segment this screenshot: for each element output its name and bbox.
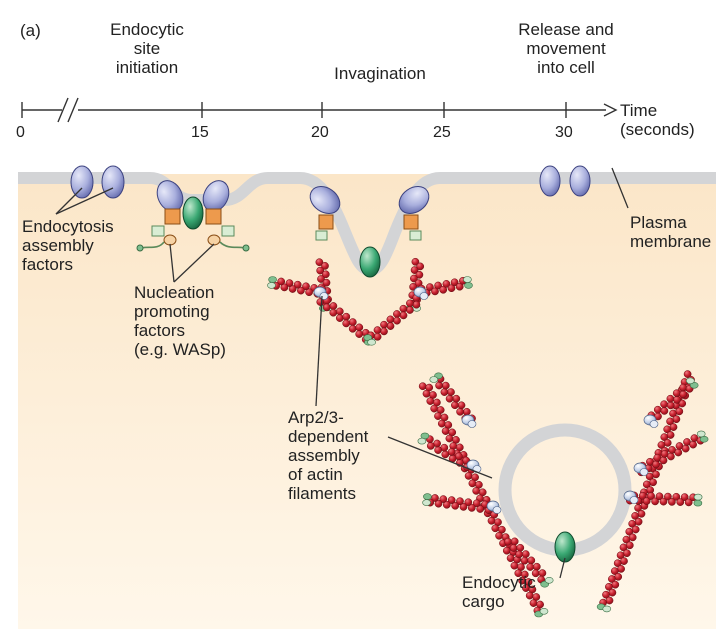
npf-domain [207,234,221,246]
stage-title-line: Invagination [334,64,426,83]
label-arp23-actin: Arp2/3- dependent assembly of actin fila… [288,408,368,503]
assembly-factor [569,165,591,197]
label-line: assembly [288,446,360,465]
stage-title-line: movement [526,39,606,58]
label-line: membrane [630,232,712,251]
actin-filament-network [267,257,709,618]
panel-label: (a) [20,21,41,40]
released-vesicle [498,423,632,563]
label-assembly-factors: Endocytosis assembly factors [22,217,114,274]
tick-label: 0 [16,124,25,141]
stage-title-release: Release and movement into cell [496,20,636,77]
axis-label: Time (seconds) [620,101,695,139]
label-line: filaments [288,484,357,503]
stage-title-line: site [133,39,161,58]
label-line: Nucleation [134,283,215,302]
arp23-complex [623,490,639,504]
stage-npf-patch [136,180,250,252]
stage-invagination-proteins [309,186,430,278]
actin-filament [417,432,478,471]
npf-domain [205,208,222,225]
axis-break [67,97,79,123]
stage-title-line: Release and [518,20,614,39]
endocytic-cargo [359,246,381,278]
npf-tail [141,241,165,249]
assembly-factor [309,186,341,214]
tick-label: 20 [311,124,329,141]
assembly-factor [70,165,94,199]
axis-label-line: (seconds) [620,120,695,139]
label-line: dependent [288,427,369,446]
npf-domain [409,230,422,241]
stage-title-line: Endocytic [110,20,184,39]
stage-title-line: into cell [537,58,595,77]
stage-title-invagination: Invagination [310,64,450,83]
label-line: of actin [288,465,343,484]
assembly-factor [101,165,125,199]
actin-filament [414,276,473,299]
stage-title-line: initiation [115,58,179,77]
label-line: factors [22,255,74,274]
axis-label-line: Time [620,101,658,120]
assembly-factor [539,165,561,197]
actin-filament [363,294,421,346]
npf-domain [403,214,419,230]
timeline-axis [21,97,618,123]
label-plasma-membrane: Plasma membrane [630,213,711,251]
npf-domain [163,234,177,246]
arp23-complex [413,286,429,300]
leader-lines [55,167,629,579]
label-line: factors [134,321,186,340]
stage-initiation-proteins [70,165,125,199]
label-nucleation-promoting-factors: Nucleation promoting factors (e.g. WASp) [134,283,226,359]
tick-label: 15 [191,124,209,141]
axis-arrowhead [603,103,618,117]
stage-release-proteins [539,165,591,197]
npf-domain [151,225,165,237]
label-line: promoting [134,302,210,321]
axis-break [57,97,69,123]
label-line: cargo [462,592,505,611]
npf-domain [221,225,235,237]
label-line: Endocytic [462,573,536,592]
stage-title-initiation: Endocytic site initiation [92,20,202,77]
assembly-factor [398,186,430,214]
endocytic-cargo [554,531,576,563]
arp23-complex [486,500,502,514]
label-endocytic-cargo: Endocytic cargo [462,573,536,611]
label-line: assembly [22,236,94,255]
actin-filament [637,430,709,477]
tick-label: 30 [555,124,573,141]
actin-filament [504,537,554,588]
endocytic-cargo [182,196,204,230]
tick-label: 25 [433,124,451,141]
npf-tail [219,241,245,249]
npf-domain [318,214,334,230]
label-line: Arp2/3- [288,408,344,427]
arp23-complex [461,414,477,428]
arp23-complex [643,414,659,428]
label-line: Endocytosis [22,217,114,236]
cytoplasm-background [18,174,716,629]
label-line: Plasma [630,213,687,232]
npf-domain [164,208,181,225]
label-line: (e.g. WASp) [134,340,226,359]
npf-domain [315,230,328,241]
arp23-complex [633,462,649,476]
